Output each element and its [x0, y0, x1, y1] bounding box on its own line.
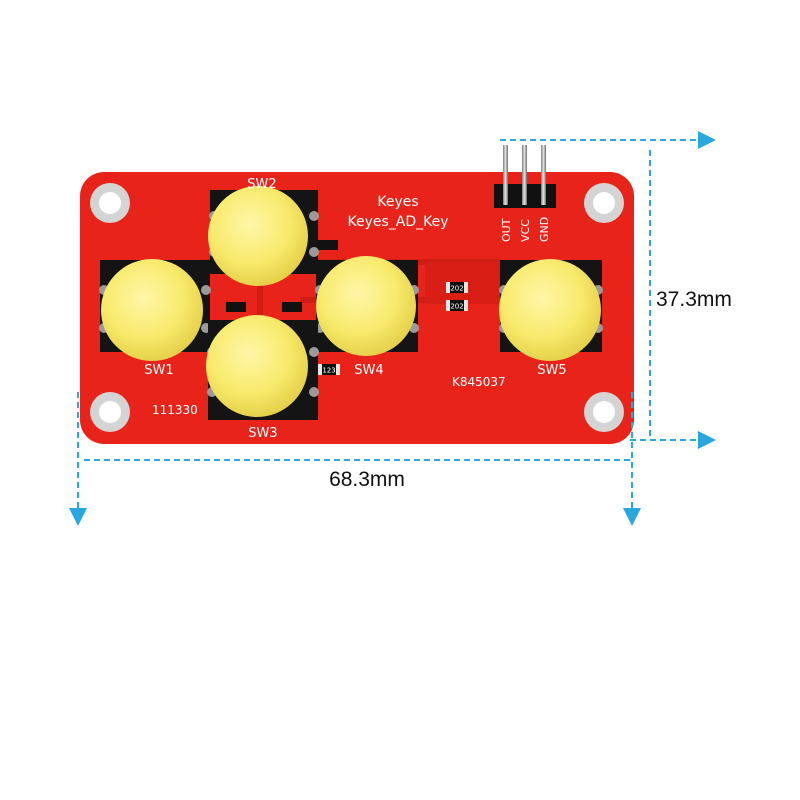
switch-sw1[interactable]: SW1 — [99, 259, 211, 378]
brand-label: Keyes — [377, 194, 418, 210]
height-dimension-label: 37.3mm — [656, 288, 732, 311]
switch-cap[interactable] — [101, 259, 203, 361]
arrow-right-icon — [698, 131, 716, 149]
pin-header: OUT VCC GND — [494, 145, 556, 242]
switch-sw5[interactable]: SW5 — [499, 259, 603, 378]
pin — [503, 145, 508, 205]
pin — [522, 145, 527, 205]
resistor-r2: 202 — [446, 300, 468, 311]
switch-label: SW2 — [247, 177, 276, 192]
mounting-hole — [584, 392, 624, 432]
model-label: Keyes_AD_Key — [347, 214, 448, 230]
smd-component — [226, 302, 246, 312]
switch-label: SW5 — [537, 363, 566, 378]
resistor-r3: 123 — [318, 364, 340, 375]
switch-cap[interactable] — [206, 315, 308, 417]
arrow-down-icon — [69, 508, 87, 526]
width-dimension-label: 68.3mm — [329, 468, 405, 491]
pin-label-gnd: GND — [538, 217, 551, 242]
pin — [541, 145, 546, 205]
switch-sw2[interactable]: SW2 — [208, 177, 319, 286]
serial-label: 111330 — [152, 403, 198, 417]
resistor-r1: 202 — [446, 282, 468, 293]
resistor-label: 123 — [322, 367, 335, 375]
switch-cap[interactable] — [208, 186, 308, 286]
arrow-down-icon — [623, 508, 641, 526]
dimension-arrows — [69, 131, 716, 526]
smd-component — [282, 302, 302, 312]
mounting-hole — [90, 392, 130, 432]
mounting-hole — [584, 183, 624, 223]
resistor-label: 202 — [450, 303, 463, 311]
resistor-label: 202 — [450, 285, 463, 293]
switch-cap[interactable] — [316, 256, 416, 356]
switch-sw4[interactable]: SW4 — [315, 256, 419, 378]
pin-label-vcc: VCC — [519, 219, 532, 242]
smd-component — [318, 240, 338, 250]
switch-label: SW1 — [144, 363, 173, 378]
part-code-label: K845037 — [452, 375, 506, 389]
switch-label: SW4 — [354, 363, 383, 378]
mounting-hole — [90, 183, 130, 223]
switch-cap[interactable] — [499, 259, 601, 361]
dimension-lines — [77, 139, 700, 512]
arrow-right-icon — [698, 431, 716, 449]
pin-label-out: OUT — [500, 218, 513, 242]
switch-sw3[interactable]: SW3 — [206, 315, 319, 441]
switch-label: SW3 — [248, 426, 277, 441]
